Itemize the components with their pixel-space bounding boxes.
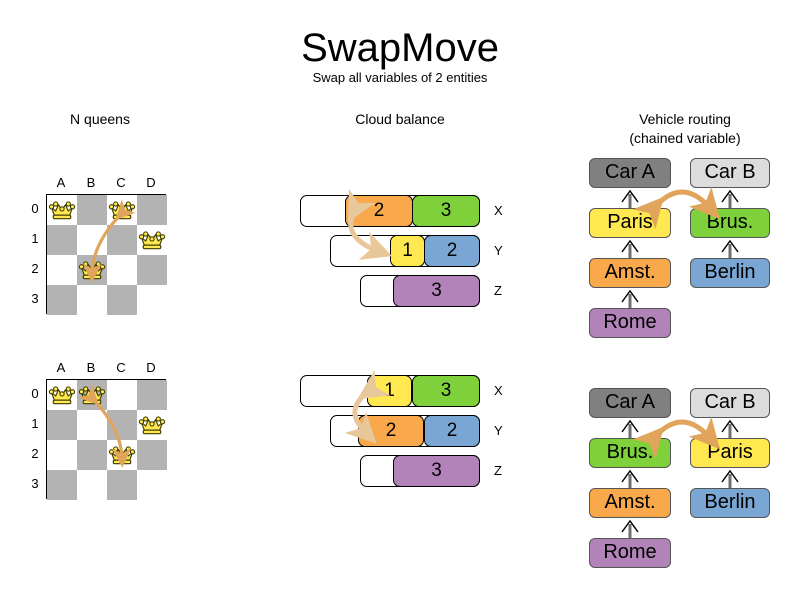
board-cell-A1[interactable] (47, 225, 77, 255)
board-cell-B3[interactable] (77, 470, 107, 500)
cloud-process-y-1[interactable]: 2 (424, 415, 480, 447)
vrp-stop-before-a0[interactable]: Paris (589, 208, 671, 238)
vrp-link-a2 (621, 289, 639, 308)
board-file-label-C: C (116, 360, 126, 375)
board-cell-A2[interactable] (47, 255, 77, 285)
board-rank-label-2: 2 (31, 446, 39, 461)
board-cell-C3[interactable] (107, 470, 137, 500)
vrp-heading-line2: (chained variable) (629, 130, 741, 146)
board-cell-D2[interactable] (137, 440, 167, 470)
board-cell-B3[interactable] (77, 285, 107, 315)
vrp-stop-after-a0[interactable]: Brus. (589, 438, 671, 468)
cloud-process-y-0[interactable]: 2 (358, 415, 424, 447)
cloud-process-y-0[interactable]: 1 (390, 235, 425, 267)
board-rank-label-1: 1 (31, 416, 39, 431)
vrp-heading-line1: Vehicle routing (639, 111, 731, 127)
section-heading-nqueens: N queens (70, 111, 130, 127)
cloud-process-x-0[interactable]: 1 (367, 375, 412, 407)
cloud-process-z-0[interactable]: 3 (393, 275, 480, 307)
cloud-row-label-y: Y (494, 243, 503, 258)
board-file-label-A: A (56, 175, 66, 190)
board-file-label-C: C (116, 175, 126, 190)
cloud-row-label-x: X (494, 203, 503, 218)
board-cell-A2[interactable] (47, 440, 77, 470)
cloud-row-label-z: Z (494, 283, 502, 298)
cloud-process-y-1[interactable]: 2 (424, 235, 480, 267)
board-rank-label-0: 0 (31, 386, 39, 401)
section-heading-vehicle-routing: Vehicle routing (chained variable) (585, 110, 785, 148)
board-cell-D3[interactable] (137, 470, 167, 500)
board-cell-D0[interactable] (137, 380, 167, 410)
board-file-label-D: D (146, 175, 156, 190)
board-rank-label-3: 3 (31, 476, 39, 491)
page-title: SwapMove (301, 26, 499, 70)
board-rank-label-1: 1 (31, 231, 39, 246)
vrp-stop-after-a1[interactable]: Amst. (589, 488, 671, 518)
cloud-process-z-0[interactable]: 3 (393, 455, 480, 487)
vrp-vehicle-car-a[interactable]: Car A (589, 388, 671, 418)
chessboard-after[interactable]: A B C D 0 1 2 3 (0, 354, 170, 514)
vrp-vehicle-car-a[interactable]: Car A (589, 158, 671, 188)
board-cell-D2[interactable] (137, 255, 167, 285)
vrp-vehicle-car-b[interactable]: Car B (690, 388, 770, 418)
cloud-row-label-z: Z (494, 463, 502, 478)
board-rank-label-3: 3 (31, 291, 39, 306)
vrp-stop-before-a2[interactable]: Rome (589, 308, 671, 338)
vrp-stop-before-b0[interactable]: Brus. (690, 208, 770, 238)
board-grid[interactable] (46, 379, 167, 500)
vrp-link-b1 (721, 239, 739, 258)
board-cell-A3[interactable] (47, 285, 77, 315)
board-cell-D0[interactable] (137, 195, 167, 225)
vrp-link-b1 (721, 469, 739, 488)
cloud-process-x-1[interactable]: 3 (412, 195, 480, 227)
vrp-vehicle-car-b[interactable]: Car B (690, 158, 770, 188)
board-cell-C3[interactable] (107, 285, 137, 315)
vrp-stop-after-b1[interactable]: Berlin (690, 488, 770, 518)
vrp-link-a0 (621, 189, 639, 208)
section-heading-cloud-balance: Cloud balance (355, 111, 445, 127)
vrp-stop-after-a2[interactable]: Rome (589, 538, 671, 568)
vrp-link-a0 (621, 419, 639, 438)
cloud-process-x-1[interactable]: 3 (412, 375, 480, 407)
vrp-link-b0 (721, 189, 739, 208)
vrp-link-a1 (621, 239, 639, 258)
page-subtitle: Swap all variables of 2 entities (312, 70, 488, 85)
vrp-stop-before-a1[interactable]: Amst. (589, 258, 671, 288)
board-rank-label-2: 2 (31, 261, 39, 276)
vrp-link-a2 (621, 519, 639, 538)
cloud-process-x-0[interactable]: 2 (345, 195, 413, 227)
board-file-label-B: B (86, 360, 96, 375)
cloud-row-label-y: Y (494, 423, 503, 438)
board-cell-A1[interactable] (47, 410, 77, 440)
vrp-link-b0 (721, 419, 739, 438)
board-file-label-D: D (146, 360, 156, 375)
vrp-stop-before-b1[interactable]: Berlin (690, 258, 770, 288)
board-cell-A3[interactable] (47, 470, 77, 500)
cloud-row-label-x: X (494, 383, 503, 398)
vrp-link-a1 (621, 469, 639, 488)
board-file-label-B: B (86, 175, 96, 190)
chessboard-before[interactable]: A B C D 0 1 2 3 (0, 169, 170, 329)
board-rank-label-0: 0 (31, 201, 39, 216)
board-file-label-A: A (56, 360, 66, 375)
board-cell-D3[interactable] (137, 285, 167, 315)
board-grid[interactable] (46, 194, 167, 315)
vrp-stop-after-b0[interactable]: Paris (690, 438, 770, 468)
